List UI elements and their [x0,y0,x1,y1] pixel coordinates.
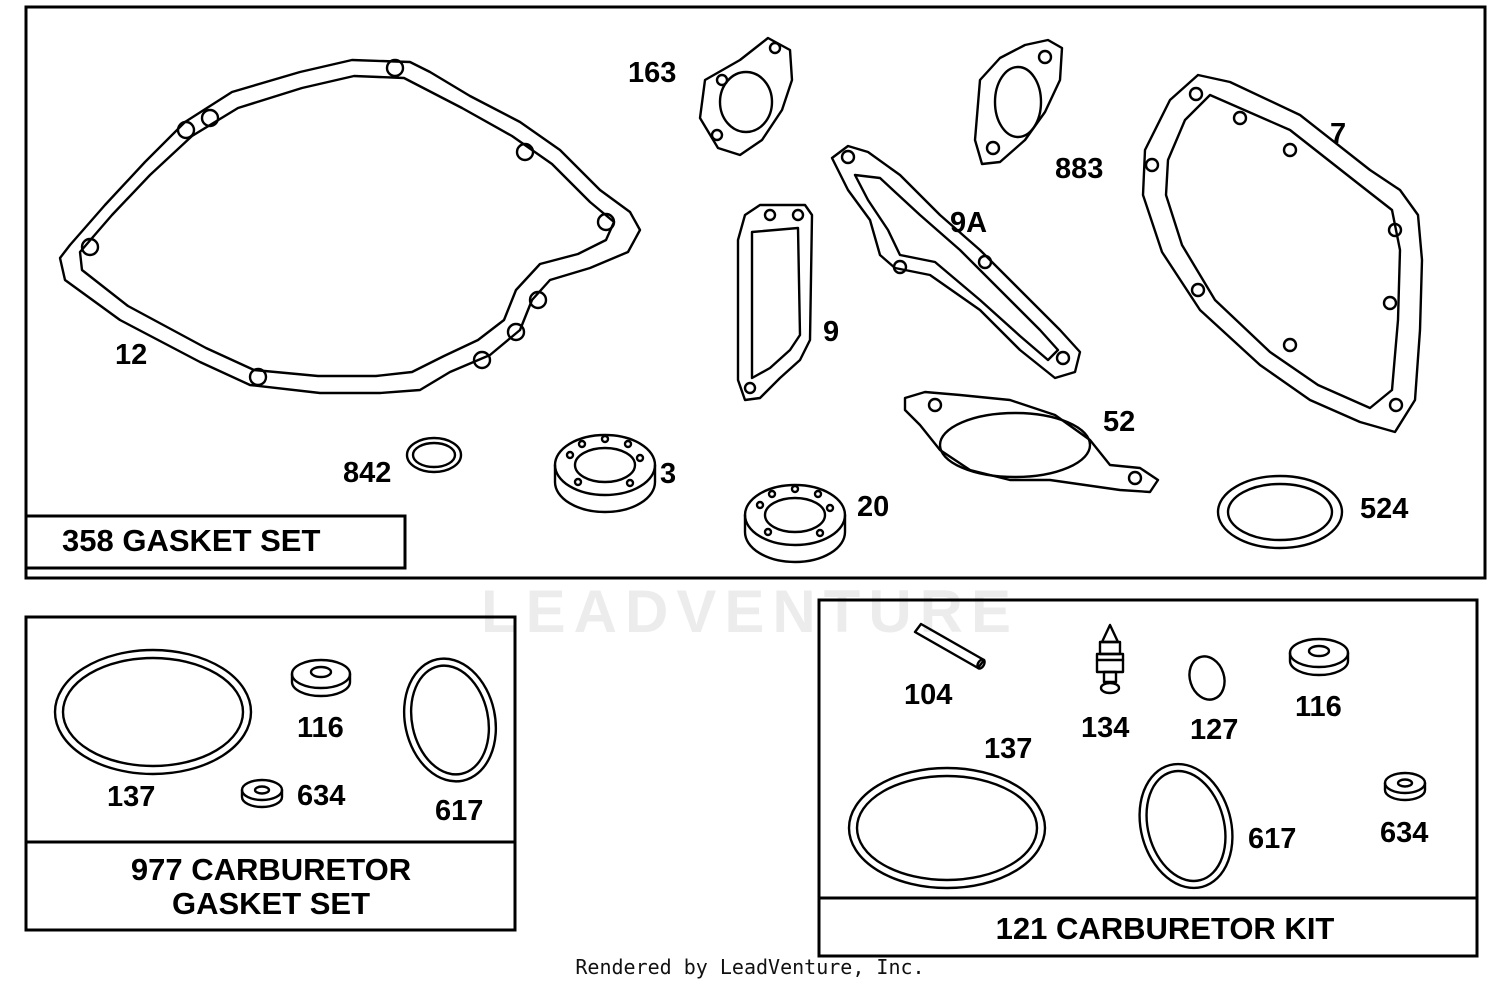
label-524: 524 [1360,493,1408,525]
watermark-text: LEADVENTURE [481,578,1019,645]
carb-kit-frame [817,598,1479,958]
part-k116-washer[interactable] [1288,637,1350,677]
part-883-gasket[interactable] [973,38,1064,166]
carb-gasket-set-frame [24,615,517,932]
part-9A-gasket[interactable] [830,144,1082,380]
part-3-oil-seal[interactable] [553,433,657,514]
label-52: 52 [1103,406,1135,438]
label-c634: 634 [297,780,345,812]
gasket-set-title-box [24,514,407,570]
part-9-gasket[interactable] [736,203,814,402]
part-c617-gasket[interactable] [393,650,507,790]
label-9: 9 [823,316,839,348]
gasket-set-title: 358 GASKET SET [62,523,320,558]
label-c137: 137 [107,781,155,813]
label-883: 883 [1055,153,1103,185]
part-12-crankcase-gasket[interactable] [58,58,642,395]
label-9A: 9A [950,207,987,239]
label-3: 3 [660,458,676,490]
label-c116: 116 [297,712,344,744]
part-k127-plug[interactable] [1184,652,1230,704]
carb-gasket-set-title-line2: GASKET SET [172,886,370,921]
carb-kit-title: 121 CARBURETOR KIT [996,911,1335,946]
label-k127: 127 [1190,714,1238,746]
part-k634-washer[interactable] [1383,771,1427,802]
part-k617-gasket[interactable] [1126,753,1246,898]
label-c617: 617 [435,795,483,827]
carb-gasket-set-title-line1: 977 CARBURETOR [131,852,411,887]
label-k134: 134 [1081,712,1129,744]
footer-credit: Rendered by LeadVenture, Inc. [575,955,925,979]
label-k104: 104 [904,679,952,711]
label-842: 842 [343,457,391,489]
label-12: 12 [115,339,147,371]
label-k137: 137 [984,733,1032,765]
carb-gasket-set-panel: 977 CARBURETOR GASKET SET [24,615,517,932]
part-c116-washer[interactable] [290,658,352,698]
part-k137-gasket[interactable] [847,766,1047,890]
gasket-set-panel: 358 GASKET SET [24,5,1487,580]
part-52-gasket[interactable] [903,390,1160,494]
part-k134-needle[interactable] [1095,623,1125,695]
label-7: 7 [1330,118,1346,150]
gasket-set-frame [24,5,1487,580]
carb-kit-panel: 121 CARBURETOR KIT [817,598,1479,958]
label-k116: 116 [1295,691,1342,723]
label-20: 20 [857,491,889,523]
part-20-oil-seal[interactable] [743,483,847,564]
part-c634-washer[interactable] [240,778,284,809]
label-k617: 617 [1248,823,1296,855]
part-842-o-ring[interactable] [405,436,463,474]
label-k634: 634 [1380,817,1428,849]
part-163-gasket[interactable] [698,36,794,157]
part-524-gasket[interactable] [1216,474,1344,550]
part-k104-pin[interactable] [913,622,986,670]
part-7-head-gasket[interactable] [1141,73,1424,434]
label-163: 163 [628,57,676,89]
part-c137-gasket[interactable] [53,648,253,776]
